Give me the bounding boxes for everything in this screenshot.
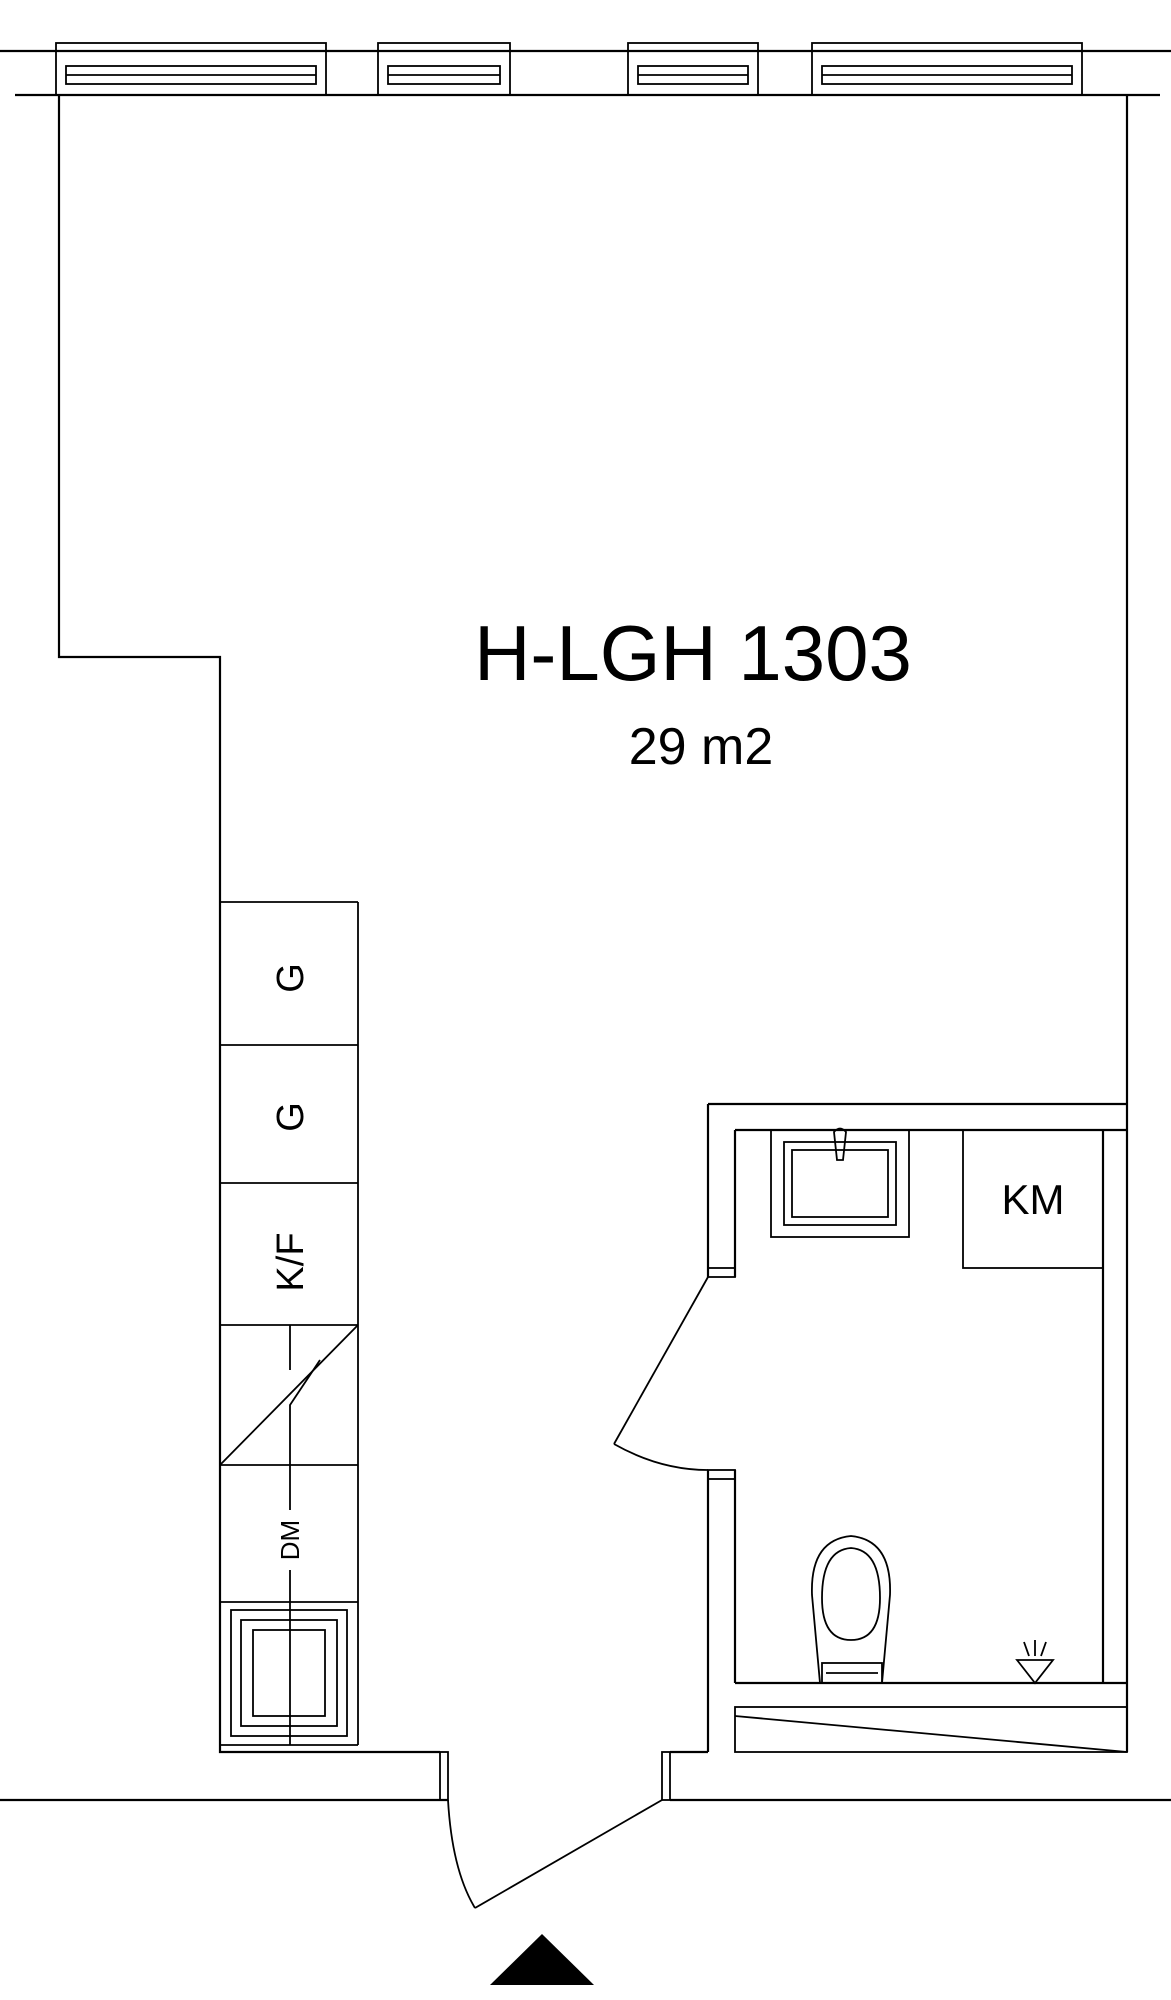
toilet: [811, 1535, 891, 1684]
dishwasher: DM: [275, 1465, 305, 1602]
kitchen-unit-g-2: G: [270, 1102, 312, 1132]
kitchen-counter: [220, 901, 359, 1746]
shaft: [734, 1706, 1128, 1753]
kitchen-unit-kf: K/F: [270, 1232, 312, 1291]
washing-machine-label: KM: [1002, 1176, 1065, 1223]
corridor-wall: [0, 1470, 1171, 1802]
kitchen-unit-g-1: G: [270, 963, 312, 993]
bathroom-sink: [770, 1127, 910, 1238]
kitchen-sink: [230, 1602, 348, 1745]
window-2: [377, 42, 511, 96]
washing-machine: KM: [962, 1129, 1104, 1269]
top-facade: [0, 49, 1171, 97]
entrance-arrow-icon: [490, 1934, 594, 1985]
room-outline: [57, 95, 440, 1754]
dishwasher-label: DM: [275, 1520, 305, 1560]
floor-drain-icon: [1015, 1640, 1055, 1685]
stove-symbol: [219, 1324, 359, 1466]
apartment-name: H-LGH 1303: [474, 609, 912, 697]
apartment-area: 29 m2: [629, 718, 774, 776]
bathroom-door: [613, 1276, 709, 1471]
window-1: [55, 42, 327, 96]
window-4: [811, 42, 1083, 96]
window-3: [627, 42, 759, 96]
entrance-door: [447, 1799, 663, 1909]
